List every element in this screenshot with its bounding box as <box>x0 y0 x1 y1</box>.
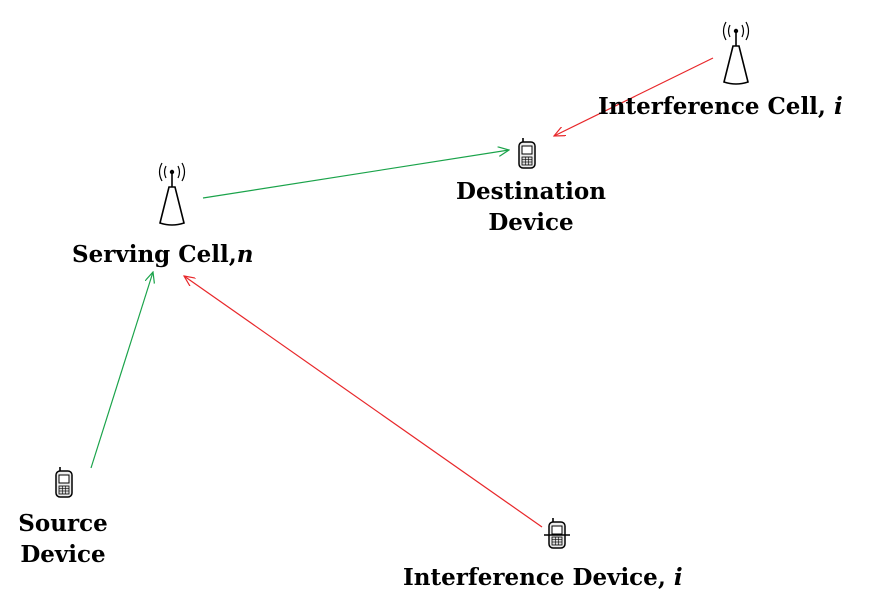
link-interference-device-to-serving <box>184 276 543 528</box>
interference-device-label: Interference Device, i <box>403 566 683 589</box>
source-phone-icon <box>55 466 73 498</box>
interference-device-label-var: i <box>673 564 683 591</box>
serving-cell-label-var: n <box>236 241 254 268</box>
destination-label-line1: Destination <box>456 178 606 205</box>
source-label-line1: Source <box>18 510 108 537</box>
destination-label-line2: Device <box>488 209 574 236</box>
serving-cell-label-text: Serving Cell, <box>72 241 237 268</box>
interference-cell-label-text: Interference Cell, <box>598 93 834 120</box>
interference-cell-tower-icon <box>722 21 750 85</box>
source-device-label: Source Device <box>5 512 121 566</box>
link-serving-to-destination <box>202 150 509 199</box>
serving-cell-tower-icon <box>158 162 186 226</box>
destination-device-label: Destination Device <box>435 180 627 234</box>
interference-cell-label-var: i <box>833 93 843 120</box>
link-interference-cell-to-destination <box>554 57 714 136</box>
serving-cell-label: Serving Cell,n <box>72 243 253 266</box>
source-label-line2: Device <box>20 541 106 568</box>
destination-phone-icon <box>518 137 536 169</box>
interference-device-label-text: Interference Device, <box>403 564 674 591</box>
link-source-to-serving <box>90 272 153 469</box>
interference-cell-label: Interference Cell, i <box>598 95 843 118</box>
interference-device-phone-icon <box>548 517 566 549</box>
